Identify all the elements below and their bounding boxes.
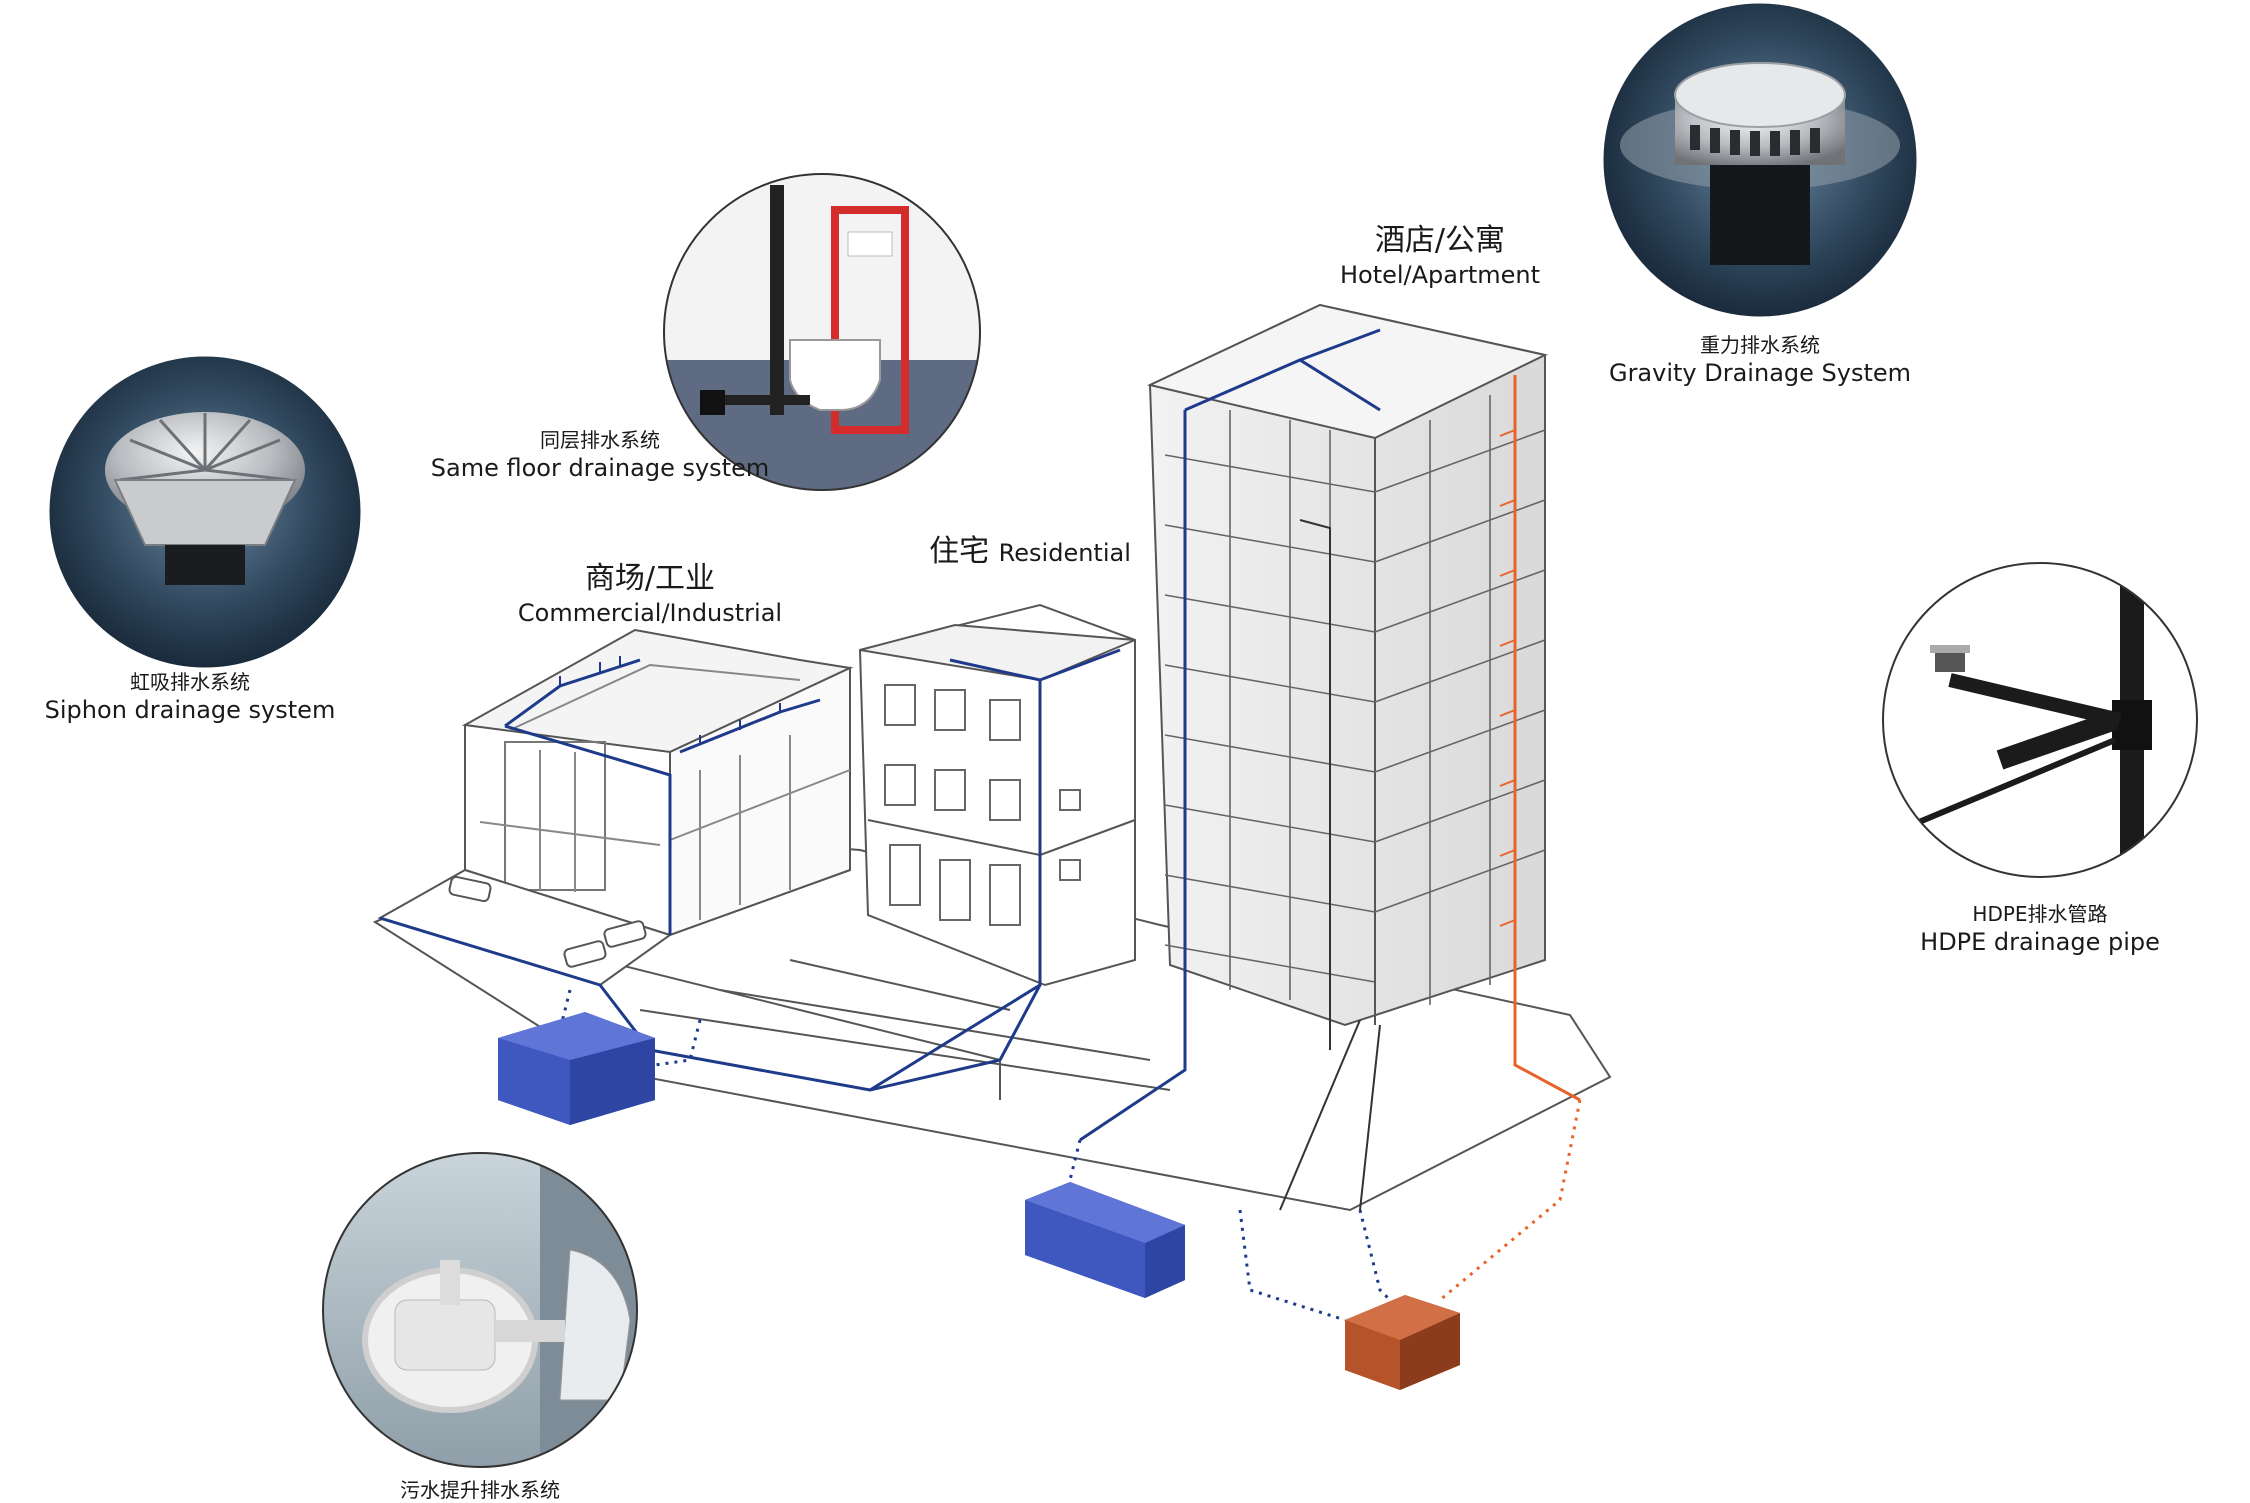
hdpe-circle-border xyxy=(1882,562,2198,878)
gravity-tank xyxy=(1025,1182,1185,1298)
hdpe-label-zh: HDPE排水管路 xyxy=(1972,902,2108,926)
residential-building xyxy=(858,603,1136,987)
hdpe-pipe-photo xyxy=(1883,563,2197,877)
hotel-pipes xyxy=(1079,328,1581,1211)
siphon-label-zh: 虹吸排水系统 xyxy=(130,670,250,694)
same-floor-label: 同层排水系统 Same floor drainage system xyxy=(430,428,770,483)
siphon-drain-photo xyxy=(48,355,362,669)
sewage-lift-label-zh: 污水提升排水系统 xyxy=(400,1478,560,1502)
hdpe-label: HDPE排水管路 HDPE drainage pipe xyxy=(1890,902,2190,957)
hotel-label-zh: 酒店/公寓 xyxy=(1374,223,1506,258)
gravity-circle-border xyxy=(1600,0,1920,320)
hdpe-label-en: HDPE drainage pipe xyxy=(1920,928,2160,956)
sewage-tank xyxy=(1345,1295,1460,1390)
gravity-label-en: Gravity Drainage System xyxy=(1608,359,1912,387)
sewage-lift-photo xyxy=(323,1153,637,1467)
siphon-circle-border xyxy=(46,353,364,671)
sewage-lift-label: 污水提升排水系统 xyxy=(360,1478,600,1503)
hotel-label-en: Hotel/Apartment xyxy=(1339,260,1541,289)
residential-label-zh: 住宅 xyxy=(929,534,990,569)
same-floor-label-zh: 同层排水系统 xyxy=(540,428,660,452)
residential-label: 住宅 Residential xyxy=(920,533,1140,571)
gravity-label-zh: 重力排水系统 xyxy=(1700,333,1820,357)
hotel-building xyxy=(1146,303,1549,1027)
commercial-label-zh: 商场/工业 xyxy=(584,561,716,596)
residential-label-en: Residential xyxy=(998,539,1131,567)
same-floor-circle-border xyxy=(663,173,981,491)
residential-pipes xyxy=(869,648,1121,1092)
commercial-building xyxy=(377,628,854,987)
commercial-label: 商场/工业 Commercial/Industrial xyxy=(500,560,800,628)
sewage-lift-circle-border xyxy=(322,1152,638,1468)
hotel-label: 酒店/公寓 Hotel/Apartment xyxy=(1320,222,1560,290)
gravity-drain-photo xyxy=(1602,2,1918,318)
siphon-label-en: Siphon drainage system xyxy=(44,696,336,724)
siphon-tank xyxy=(498,1012,655,1125)
same-floor-label-en: Same floor drainage system xyxy=(430,454,770,482)
siphon-label: 虹吸排水系统 Siphon drainage system xyxy=(30,670,350,725)
gravity-label: 重力排水系统 Gravity Drainage System xyxy=(1600,333,1920,388)
commercial-label-en: Commercial/Industrial xyxy=(517,598,783,627)
